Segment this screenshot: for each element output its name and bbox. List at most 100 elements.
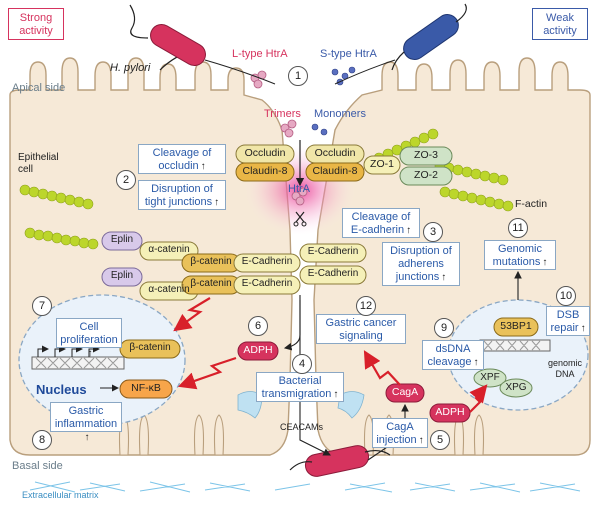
monomers-label: Monomers [314, 108, 366, 120]
up-arrow-icon: ↑ [441, 272, 447, 283]
adph2-oval [429, 403, 471, 423]
claudin-right-oval [305, 162, 365, 182]
zo3-label: ZO-3 [414, 149, 438, 161]
box-disruption-tight-text: Disruption of tight junctions [144, 183, 213, 208]
occludin-left-label: Occludin [244, 147, 286, 159]
up-arrow-icon: ↑ [418, 435, 424, 446]
nfkb-label: NF-κB [131, 382, 161, 394]
ecad2-label: E-Cadherin [307, 246, 359, 257]
zo3-oval [399, 146, 453, 166]
bcat2-label: β-catenin [190, 278, 232, 289]
extracellular-matrix-fibers [29, 481, 581, 493]
box-cleavage-ecad: Cleavage of E-cadherin↑ [342, 208, 420, 238]
p53bp1-label: 53BP1 [500, 320, 532, 332]
caga1-label: CagA [391, 386, 419, 398]
l-type-htra-label: L-type HtrA [232, 48, 288, 60]
basal-side-label: Basal side [12, 460, 63, 472]
eplin1-label: Eplin [110, 234, 134, 245]
xpf-label: XPF [480, 372, 500, 383]
flow-line-left [204, 59, 276, 85]
ecad4-oval [299, 265, 367, 285]
step-number-8: 8 [32, 430, 52, 450]
htra-center-label: HtrA [288, 183, 310, 195]
p53bp1-oval [493, 317, 539, 337]
zo1-oval [363, 155, 401, 175]
step-number-10: 10 [556, 286, 576, 306]
box-cleavage-occludin-text: Cleavage of occludin [152, 147, 212, 172]
zo1-label: ZO-1 [370, 158, 394, 170]
adph1-oval [237, 341, 279, 361]
transcription-arrows [37, 345, 100, 357]
h-pylori-top-right [391, 3, 467, 71]
claudin-right-label: Claudin-8 [312, 165, 358, 177]
step-number-3: 3 [423, 222, 443, 242]
bcat1-label: β-catenin [190, 256, 232, 267]
box-disruption-tight: Disruption of tight junctions↑ [138, 180, 226, 210]
ceacams-label: CEACAMs [280, 422, 324, 432]
h-pylori-bottom [289, 445, 391, 477]
box-cell-prolif: Cell proliferation↑ [56, 318, 122, 359]
dna-right [479, 339, 551, 352]
box-caga-injection: CagA injection↑ [372, 418, 428, 448]
ceacam-right [337, 391, 365, 419]
monomer-particles [311, 123, 328, 136]
s-type-htra-label: S-type HtrA [320, 48, 377, 60]
box-bacterial-trans-text: Bacterial transmigration [261, 375, 332, 400]
box-gastric-cancer: Gastric cancer signaling [316, 314, 406, 344]
zo2-oval [399, 166, 453, 186]
adph2-label: ADPH [435, 406, 465, 418]
step-number-4: 4 [292, 354, 312, 374]
bcat-nuc-label: β-catenin [129, 342, 171, 353]
occludin-right-label: Occludin [314, 147, 356, 159]
red-arrow-adph [469, 384, 488, 413]
step-number-1: 1 [288, 66, 308, 86]
up-arrow-icon: ↑ [214, 197, 220, 208]
ecad1-label: E-Cadherin [241, 256, 293, 267]
red-arrow-gastric-cancer [363, 350, 401, 386]
s-type-htra-particles [331, 66, 356, 86]
flow-line-right [334, 59, 396, 85]
xpg-label: XPG [505, 382, 527, 393]
box-gastric-cancer-text: Gastric cancer signaling [325, 317, 397, 342]
up-arrow-icon: ↑ [473, 357, 479, 368]
acat1-oval [139, 241, 199, 261]
ecad4-label: E-Cadherin [307, 268, 359, 279]
up-arrow-icon: ↑ [200, 161, 206, 172]
up-arrow-icon: ↑ [87, 348, 93, 359]
apical-side-label: Apical side [12, 82, 66, 94]
step-number-6: 6 [248, 316, 268, 336]
weak-activity-label: Weak activity [532, 8, 588, 40]
ecad3-oval [233, 275, 301, 295]
up-arrow-icon: ↑ [84, 432, 90, 443]
box-caga-injection-text: CagA injection [376, 421, 417, 446]
extracellular-label: Extracellular matrix [22, 490, 99, 500]
box-disruption-adherens: Disruption of adherens junctions↑ [382, 242, 460, 286]
box-dsdna: dsDNA cleavage↑ [422, 340, 484, 370]
ecad2-oval [299, 243, 367, 263]
trimer-particles [280, 119, 297, 138]
box-disruption-adherens-text: Disruption of adherens junctions [390, 245, 452, 283]
box-dsb-repair: DSB repair↑ [546, 306, 590, 336]
nucleus-label: Nucleus [36, 382, 87, 397]
adph1-label: ADPH [243, 344, 273, 356]
eplin1-oval [101, 231, 143, 251]
f-actin-filaments [19, 128, 514, 250]
caga1-oval [385, 383, 425, 403]
h-pylori-top-left [129, 4, 206, 71]
step-number-5: 5 [430, 430, 450, 450]
up-arrow-icon: ↑ [542, 257, 548, 268]
box-dsb-repair-text: DSB repair [550, 309, 580, 334]
ecad3-label: E-Cadherin [241, 278, 293, 289]
step-number-2: 2 [116, 170, 136, 190]
trimers-label: Trimers [264, 108, 301, 120]
step-number-7: 7 [32, 296, 52, 316]
box-cleavage-occludin: Cleavage of occludin↑ [138, 144, 226, 174]
actin-right-3 [439, 186, 514, 212]
acat2-label: α-catenin [148, 284, 190, 295]
up-arrow-icon: ↑ [580, 323, 586, 334]
xpg-oval [499, 378, 533, 398]
dna-left [31, 356, 125, 370]
ecad1-oval [233, 253, 301, 273]
step-number-12: 12 [356, 296, 376, 316]
nfkb-oval [119, 379, 173, 399]
